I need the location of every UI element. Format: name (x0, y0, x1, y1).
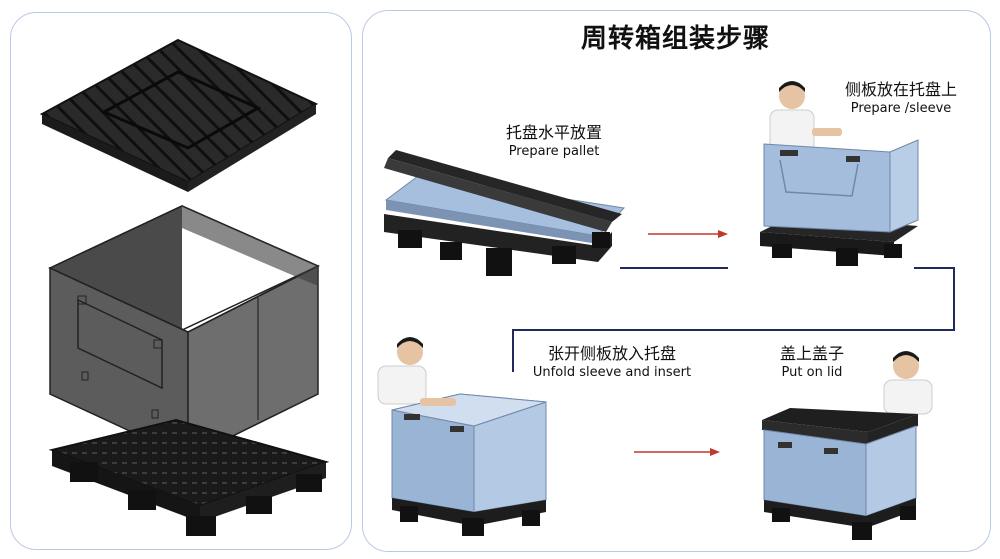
step4-photo (762, 351, 933, 540)
sleeve-part (48, 205, 320, 460)
step-4-en: Put on lid (781, 365, 843, 380)
page-title: 周转箱组装步骤 (580, 24, 770, 54)
pallet-part (48, 418, 330, 536)
step-3-zh: 张开侧板放入托盘 (547, 344, 676, 363)
flow-connectors (512, 267, 955, 372)
step-1-en: Prepare pallet (508, 144, 600, 159)
step-2-label: 侧板放在托盘上 Prepare /sleeve (826, 80, 976, 117)
arrow-step1-to-2 (648, 230, 728, 238)
step3-photo (377, 337, 547, 536)
step2-photo (760, 81, 919, 266)
step-1-zh: 托盘水平放置 (505, 123, 602, 142)
arrow-step3-to-4 (634, 448, 720, 456)
step-1-label: 托盘水平放置 Prepare pallet (474, 123, 634, 160)
lid-part (39, 38, 319, 192)
step-3-label: 张开侧板放入托盘 Unfold sleeve and insert (522, 344, 702, 381)
step-3-en: Unfold sleeve and insert (532, 365, 692, 380)
step-4-label: 盖上盖子 Put on lid (752, 344, 872, 381)
step-2-zh: 侧板放在托盘上 (844, 80, 957, 99)
step-4-zh: 盖上盖子 (779, 344, 844, 363)
step-2-en: Prepare /sleeve (850, 101, 952, 116)
step1-photo (384, 150, 626, 276)
